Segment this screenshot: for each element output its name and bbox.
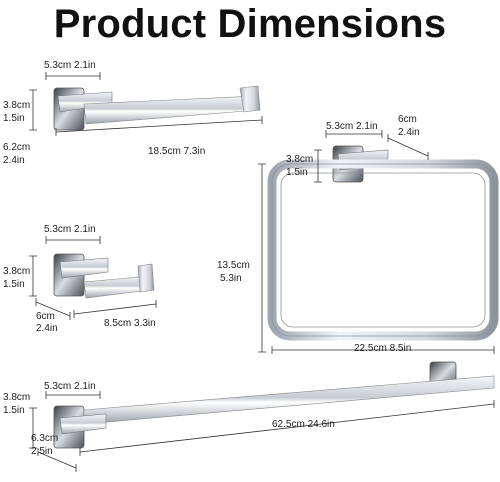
hook-dimension-lines <box>29 236 157 320</box>
hook-base-width-label: 5.3cm 2.1in <box>44 224 96 235</box>
ring-depth-in-label: 2.4in <box>398 127 420 138</box>
bar-length-label: 62.5cm 24.6in <box>272 419 335 430</box>
tp-arm-tip <box>239 85 261 113</box>
hook-height-in-label: 1.5in <box>3 279 25 290</box>
ring-depth-cm-label: 6cm <box>398 114 417 125</box>
ring-frame-height-in-label: 5.3in <box>220 273 242 284</box>
tp-dimension-lines <box>29 72 263 136</box>
hook-length-label: 8.5cm 3.3in <box>104 318 156 329</box>
towel-bar <box>53 361 495 449</box>
tp-depth-cm-label: 6.2cm <box>3 142 31 153</box>
tp-height-cm-label: 3.8cm <box>3 100 31 111</box>
towel-ring <box>267 145 499 341</box>
ring-dimension-lines <box>258 130 495 354</box>
hook-depth-in-label: 2.4in <box>36 323 58 334</box>
bar-depth-cm-label: 6.3cm <box>31 433 59 444</box>
ring-height-in-label: 1.5in <box>286 167 308 178</box>
tp-length-label: 18.5cm 7.3in <box>148 146 206 157</box>
ring-height-cm-label: 3.8cm <box>286 154 314 165</box>
tp-height-in-label: 1.5in <box>3 113 25 124</box>
page-title: Product Dimensions <box>53 2 447 46</box>
robe-hook <box>53 253 155 299</box>
bar-left-bracket <box>59 413 107 435</box>
bar-rail <box>83 375 495 425</box>
tp-depth-in-label: 2.4in <box>3 155 25 166</box>
hook-height-cm-label: 3.8cm <box>3 266 31 277</box>
toilet-paper-holder <box>53 85 261 131</box>
hook-depth-cm-label: 6cm <box>36 311 55 322</box>
bar-depth-in-label: 2.5in <box>31 446 53 457</box>
bar-base-width-label: 5.3cm 2.1in <box>44 381 96 392</box>
bar-height-in-label: 1.5in <box>3 405 25 416</box>
hook-tip <box>137 263 155 293</box>
bar-height-cm-label: 3.8cm <box>3 392 31 403</box>
ring-base-width-label: 5.3cm 2.1in <box>326 121 378 132</box>
tp-base-width-label: 5.3cm 2.1in <box>44 60 96 71</box>
hook-upper-arm <box>59 257 109 279</box>
bar-dimension-lines <box>29 391 495 472</box>
ring-frame-height-cm-label: 13.5cm <box>217 260 250 271</box>
ring-frame-width-label: 22.5cm 8.5in <box>354 343 412 354</box>
ring-frame <box>267 159 499 341</box>
